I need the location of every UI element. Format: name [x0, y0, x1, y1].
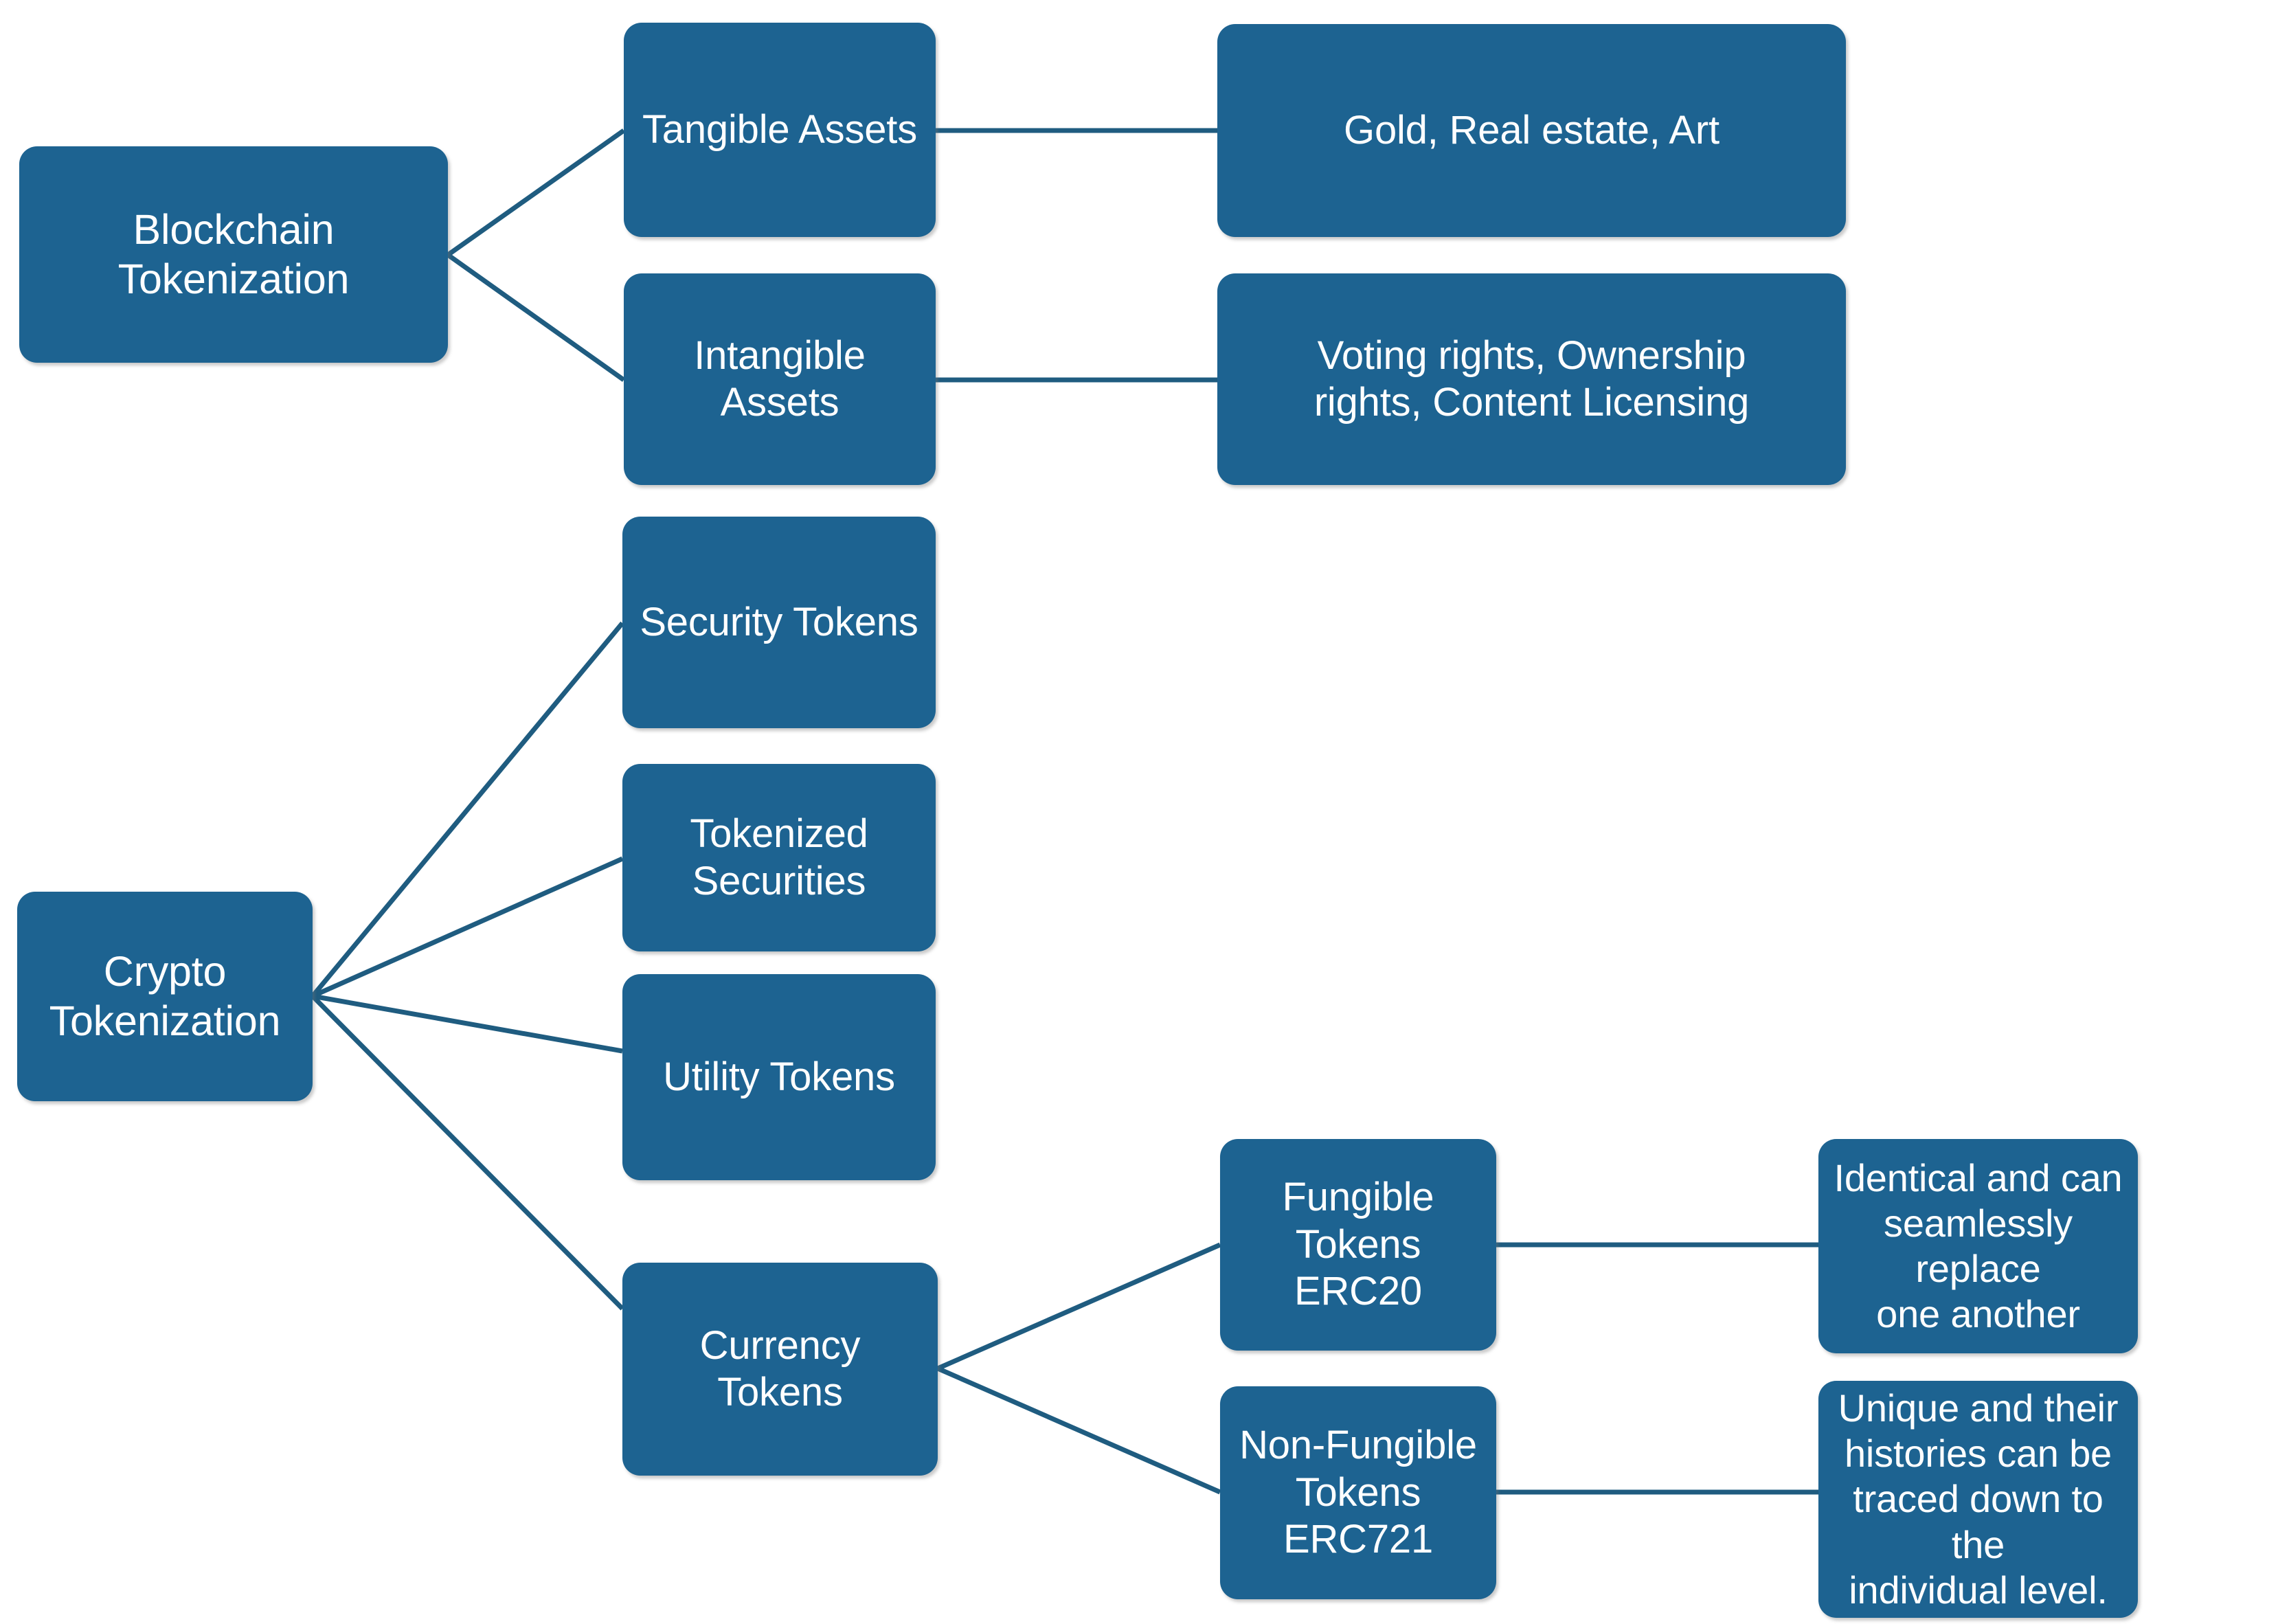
- edge-blockchain-to-intangible: [446, 253, 626, 382]
- edge-currency-to-fungible: [936, 1242, 1221, 1371]
- node-blockchain-tokenization[interactable]: Blockchain Tokenization: [19, 146, 448, 363]
- node-crypto-tokenization[interactable]: Crypto Tokenization: [17, 892, 313, 1101]
- node-utility-tokens[interactable]: Utility Tokens: [622, 974, 936, 1180]
- edge-crypto-to-utility: [312, 993, 623, 1054]
- node-tokenized-securities[interactable]: Tokenized Securities: [622, 764, 936, 951]
- node-voting-ownership-licensing[interactable]: Voting rights, Ownership rights, Content…: [1217, 273, 1846, 485]
- node-security-tokens[interactable]: Security Tokens: [622, 517, 936, 728]
- edge-crypto-to-security: [311, 621, 624, 998]
- node-fungible-description[interactable]: Identical and can seamlessly replace one…: [1818, 1139, 2138, 1353]
- node-non-fungible-description[interactable]: Unique and their histories can be traced…: [1818, 1381, 2138, 1618]
- edge-blockchain-to-tangible: [446, 128, 626, 257]
- node-tangible-assets[interactable]: Tangible Assets: [624, 23, 936, 237]
- edge-crypto-to-tokenized-securities: [311, 856, 624, 999]
- edge-crypto-to-currency: [311, 994, 624, 1311]
- node-currency-tokens[interactable]: Currency Tokens: [622, 1263, 938, 1476]
- node-fungible-tokens[interactable]: Fungible Tokens ERC20: [1220, 1139, 1496, 1351]
- node-intangible-assets[interactable]: Intangible Assets: [624, 273, 936, 485]
- node-non-fungible-tokens[interactable]: Non-Fungible Tokens ERC721: [1220, 1386, 1496, 1599]
- edge-currency-to-nonfungible: [936, 1366, 1221, 1495]
- node-gold-real-estate-art[interactable]: Gold, Real estate, Art: [1217, 24, 1846, 237]
